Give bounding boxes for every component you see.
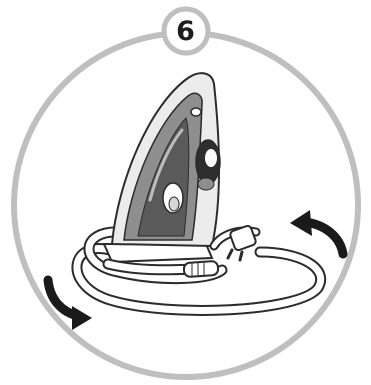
step-number: 6	[163, 9, 208, 54]
